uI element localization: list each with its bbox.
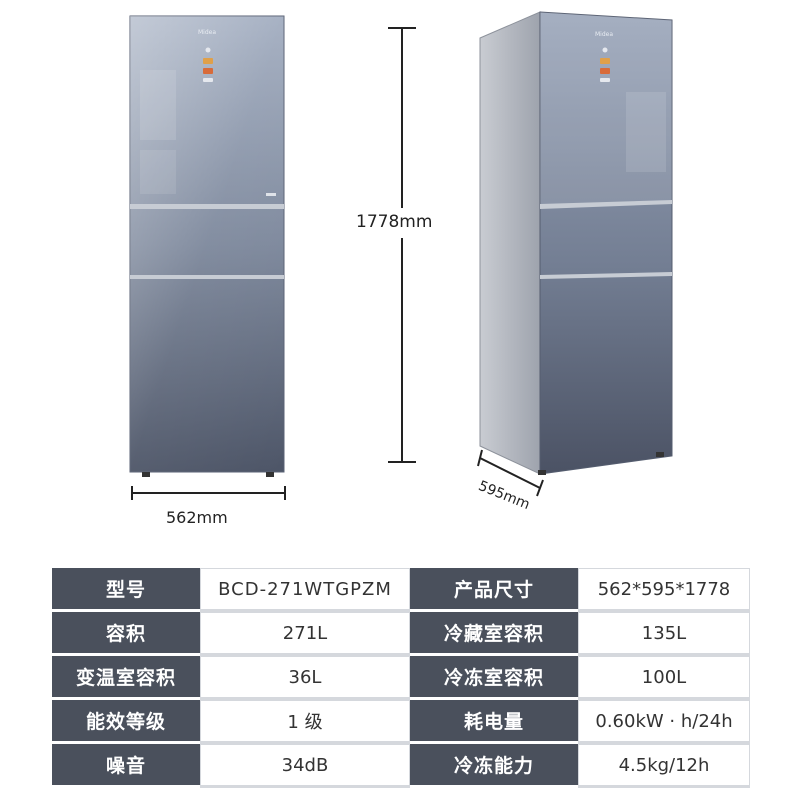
spec-value: 34dB	[200, 744, 410, 788]
spec-label: 冷冻能力	[410, 744, 578, 788]
height-dimension-line	[388, 27, 416, 463]
table-row: 型号 BCD-271WTGPZM 产品尺寸 562*595*1778	[52, 568, 750, 612]
spec-label: 冷冻室容积	[410, 656, 578, 700]
table-row: 变温室容积 36L 冷冻室容积 100L	[52, 656, 750, 700]
spec-value: BCD-271WTGPZM	[200, 568, 410, 612]
spec-label: 变温室容积	[52, 656, 200, 700]
table-row: 噪音 34dB 冷冻能力 4.5kg/12h	[52, 744, 750, 788]
spec-table: 型号 BCD-271WTGPZM 产品尺寸 562*595*1778 容积 27…	[52, 568, 750, 788]
fridge-drawing: Midea	[129, 11, 673, 500]
front-view-fridge: Midea	[129, 15, 285, 477]
spec-label: 型号	[52, 568, 200, 612]
perspective-view-fridge: Midea	[479, 11, 673, 475]
spec-value: 562*595*1778	[578, 568, 750, 612]
product-illustration: Midea	[129, 11, 673, 527]
spec-label: 噪音	[52, 744, 200, 788]
spec-value: 271L	[200, 612, 410, 656]
spec-value: 1 级	[200, 700, 410, 744]
brand-logo-perspective: Midea	[595, 31, 613, 38]
spec-label: 能效等级	[52, 700, 200, 744]
spec-label: 耗电量	[410, 700, 578, 744]
brand-logo: Midea	[198, 29, 216, 36]
width-dimension-label: 562mm	[166, 508, 228, 527]
spec-value: 36L	[200, 656, 410, 700]
table-row: 容积 271L 冷藏室容积 135L	[52, 612, 750, 656]
spec-value: 4.5kg/12h	[578, 744, 750, 788]
spec-value: 100L	[578, 656, 750, 700]
height-dimension-label: 1778mm	[356, 212, 433, 232]
spec-value: 0.60kW · h/24h	[578, 700, 750, 744]
spec-label: 冷藏室容积	[410, 612, 578, 656]
table-row: 能效等级 1 级 耗电量 0.60kW · h/24h	[52, 700, 750, 744]
width-dimension-line	[131, 486, 286, 500]
depth-dimension-line	[477, 449, 544, 497]
spec-label: 产品尺寸	[410, 568, 578, 612]
spec-value: 135L	[578, 612, 750, 656]
spec-label: 容积	[52, 612, 200, 656]
